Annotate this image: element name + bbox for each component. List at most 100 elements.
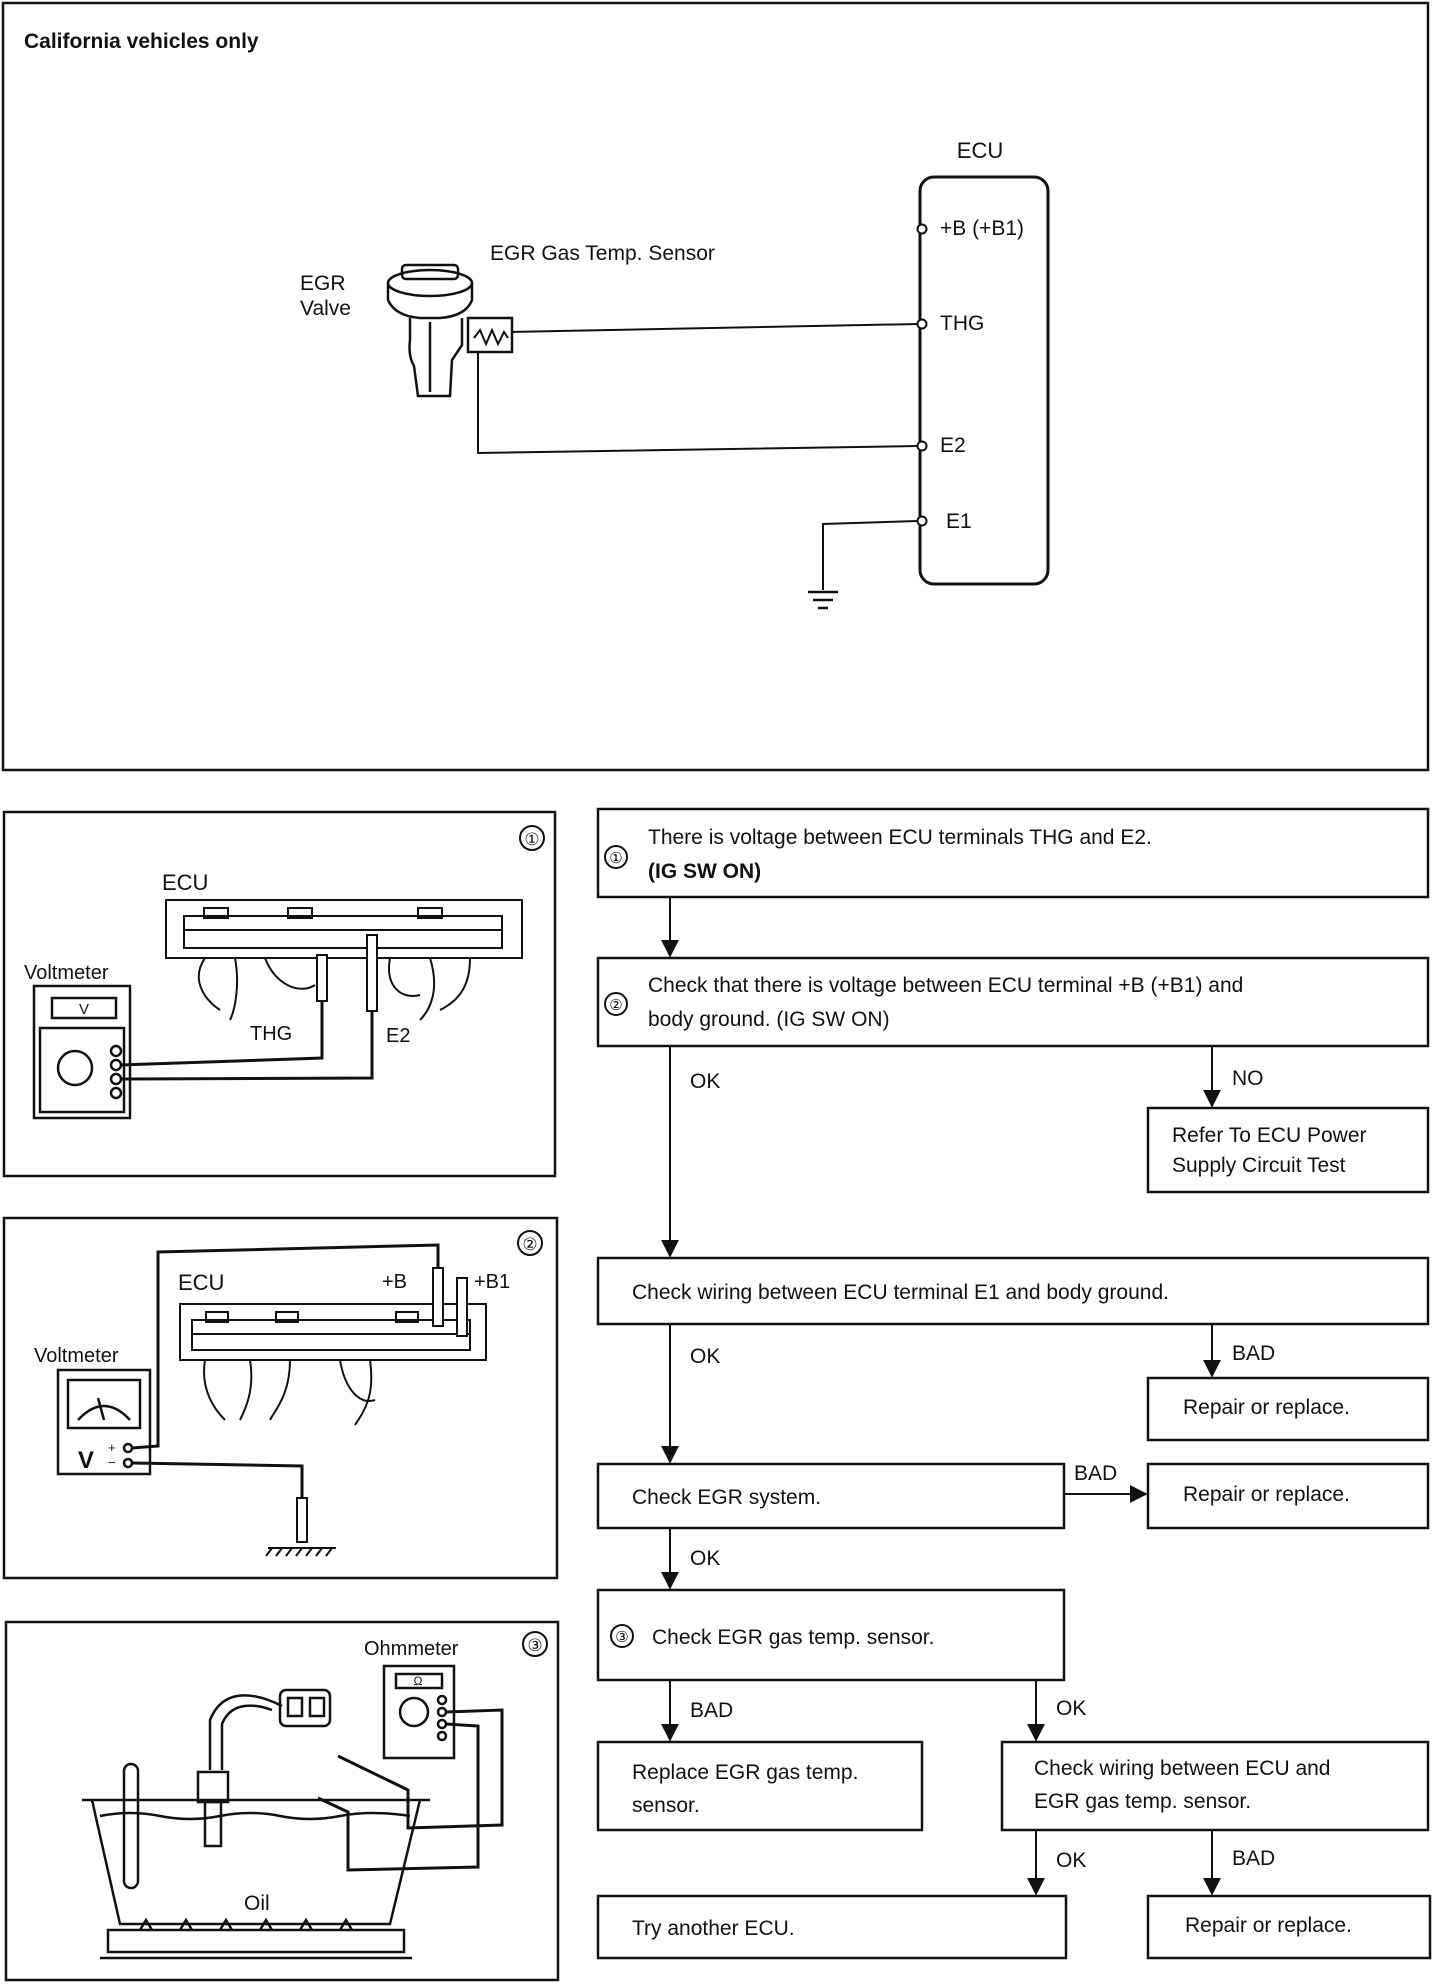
flow-step2-box [596,956,1430,1048]
fig1-lead-e2 [120,1010,374,1081]
fig2-meter-v: V [78,1447,94,1474]
fig2-ground-probe [296,1497,308,1543]
fig2-meter-plus: + [108,1440,116,1455]
flow-wiring-line2: EGR gas temp. sensor. [1034,1790,1251,1813]
e1-wire [822,520,919,590]
flow-replace-line2: sensor. [632,1794,700,1817]
fig1-probe-e2 [366,934,378,1012]
wiring-schematic: California vehicles only ECU +B (+B1) TH… [1,1,1430,772]
ground-symbol [808,590,838,610]
flow-egr-text: Check EGR system. [632,1486,821,1509]
valve-label-1: EGR [300,272,346,295]
terminal-e2-label: E2 [940,434,966,457]
fig3-oil-label: Oil [244,1892,270,1915]
flow-ok5: OK [1056,1849,1086,1872]
fig3-frame [4,1620,560,1982]
flow-bad5: BAD [1232,1847,1275,1870]
fig1-lead-thg [120,1000,324,1067]
flow-step3-box [596,1588,1066,1682]
flow-try-ecu: Try another ECU. [632,1917,795,1940]
terminal-thg-label: THG [940,312,984,335]
flow-wiring-line1: Check wiring between ECU and [1034,1757,1330,1780]
flow-step3-num: ③ [615,1629,628,1646]
flow-e1-box [596,1256,1430,1326]
flow-egr-box [596,1462,1066,1530]
flow-e1-text: Check wiring between ECU terminal E1 and… [632,1281,1169,1304]
fig2-lead-positive [131,1243,440,1450]
terminal-e1-label: E1 [946,510,972,533]
flow-ok3: OK [690,1547,720,1570]
sensor-label: EGR Gas Temp. Sensor [490,242,715,265]
fig2-frame [2,1216,559,1580]
fig2-meter-minus: − [108,1455,116,1470]
flow-replace-line1: Replace EGR gas temp. [632,1761,858,1784]
fig2-term-b: +B [382,1271,407,1293]
flow-step2-line2: body ground. (IG SW ON) [648,1008,890,1031]
ecu-connector-icon [179,1303,487,1426]
schematic-heading: California vehicles only [24,30,259,53]
flow-replace-box [596,1740,924,1832]
fig3-lead-b [317,1722,480,1872]
voltmeter-icon [32,984,132,1120]
fig2-probe-b [432,1267,444,1327]
fig1-number: ① [524,830,539,849]
flow-repair3-box [1146,1894,1432,1960]
flow-try-ecu-box [596,1894,1068,1960]
fig2-term-b1: +B1 [474,1271,510,1293]
egr-valve-icon [386,263,474,398]
oil-bath-icon [82,1762,430,1960]
flow-no1: NO [1232,1067,1264,1090]
flow-step1-line2: (IG SW ON) [648,860,761,883]
figure-1-voltage-thg-e2: ① ECU V Voltmeter THG E2 [2,810,557,1178]
flow-power-line2: Supply Circuit Test [1172,1154,1346,1177]
valve-label-2: Valve [300,297,351,320]
fig2-number: ② [522,1235,537,1254]
ecu-box [918,175,1050,586]
terminal-e2-dot [916,440,928,452]
fig1-probe-right-label: E2 [386,1025,410,1047]
flow-wiring-box [1000,1740,1430,1832]
flow-ok1: OK [690,1070,720,1093]
terminal-e1-dot [916,515,928,527]
voltmeter-icon [56,1368,152,1476]
flow-step2-num: ② [609,997,622,1014]
terminal-b-label: +B (+B1) [940,217,1024,240]
flow-repair2-box [1146,1462,1430,1530]
e2-wire [477,352,919,455]
ecu-label: ECU [957,138,1003,163]
flow-step1-box [596,807,1430,899]
flow-repair1-box [1146,1376,1430,1442]
flow-bad4: BAD [690,1699,733,1722]
flow-ok2: OK [690,1345,720,1368]
fig1-ecu-label: ECU [162,870,208,895]
flow-repair3: Repair or replace. [1185,1914,1352,1937]
flow-ok4: OK [1056,1697,1086,1720]
figure-2-voltage-b-ground: ② ECU +B +B1 V + − Voltmeter [2,1216,559,1580]
flow-repair1: Repair or replace. [1183,1396,1350,1419]
figure-3-sensor-resistance: ③ Ohmmeter Ω [4,1620,560,1982]
thg-wire [507,323,919,333]
flow-repair2: Repair or replace. [1183,1483,1350,1506]
fig2-meter-label: Voltmeter [34,1345,119,1367]
sensor-connector-icon [208,1688,332,1770]
fig2-lead-negative [131,1461,304,1500]
terminal-thg-dot [916,318,928,330]
schematic-frame [1,1,1430,772]
flow-step3-text: Check EGR gas temp. sensor. [652,1626,934,1649]
fig3-number: ③ [527,1636,542,1655]
fig1-meter-label: Voltmeter [24,962,109,984]
fig1-probe-left-label: THG [250,1023,292,1045]
terminal-b-dot [916,223,928,235]
fig1-probe-thg [316,954,328,1002]
fig2-ecu-label: ECU [178,1270,224,1295]
fig3-meter-label: Ohmmeter [364,1638,459,1660]
gas-temp-sensor-icon [466,316,514,354]
flow-step2-line1: Check that there is voltage between ECU … [648,974,1243,997]
flow-bad2: BAD [1232,1342,1275,1365]
fig1-frame [2,810,557,1178]
flow-step1-line1: There is voltage between ECU terminals T… [648,826,1152,849]
ecu-connector-icon [165,899,523,1021]
flow-power-box [1146,1106,1430,1194]
fig1-meter-face: V [79,1001,89,1018]
